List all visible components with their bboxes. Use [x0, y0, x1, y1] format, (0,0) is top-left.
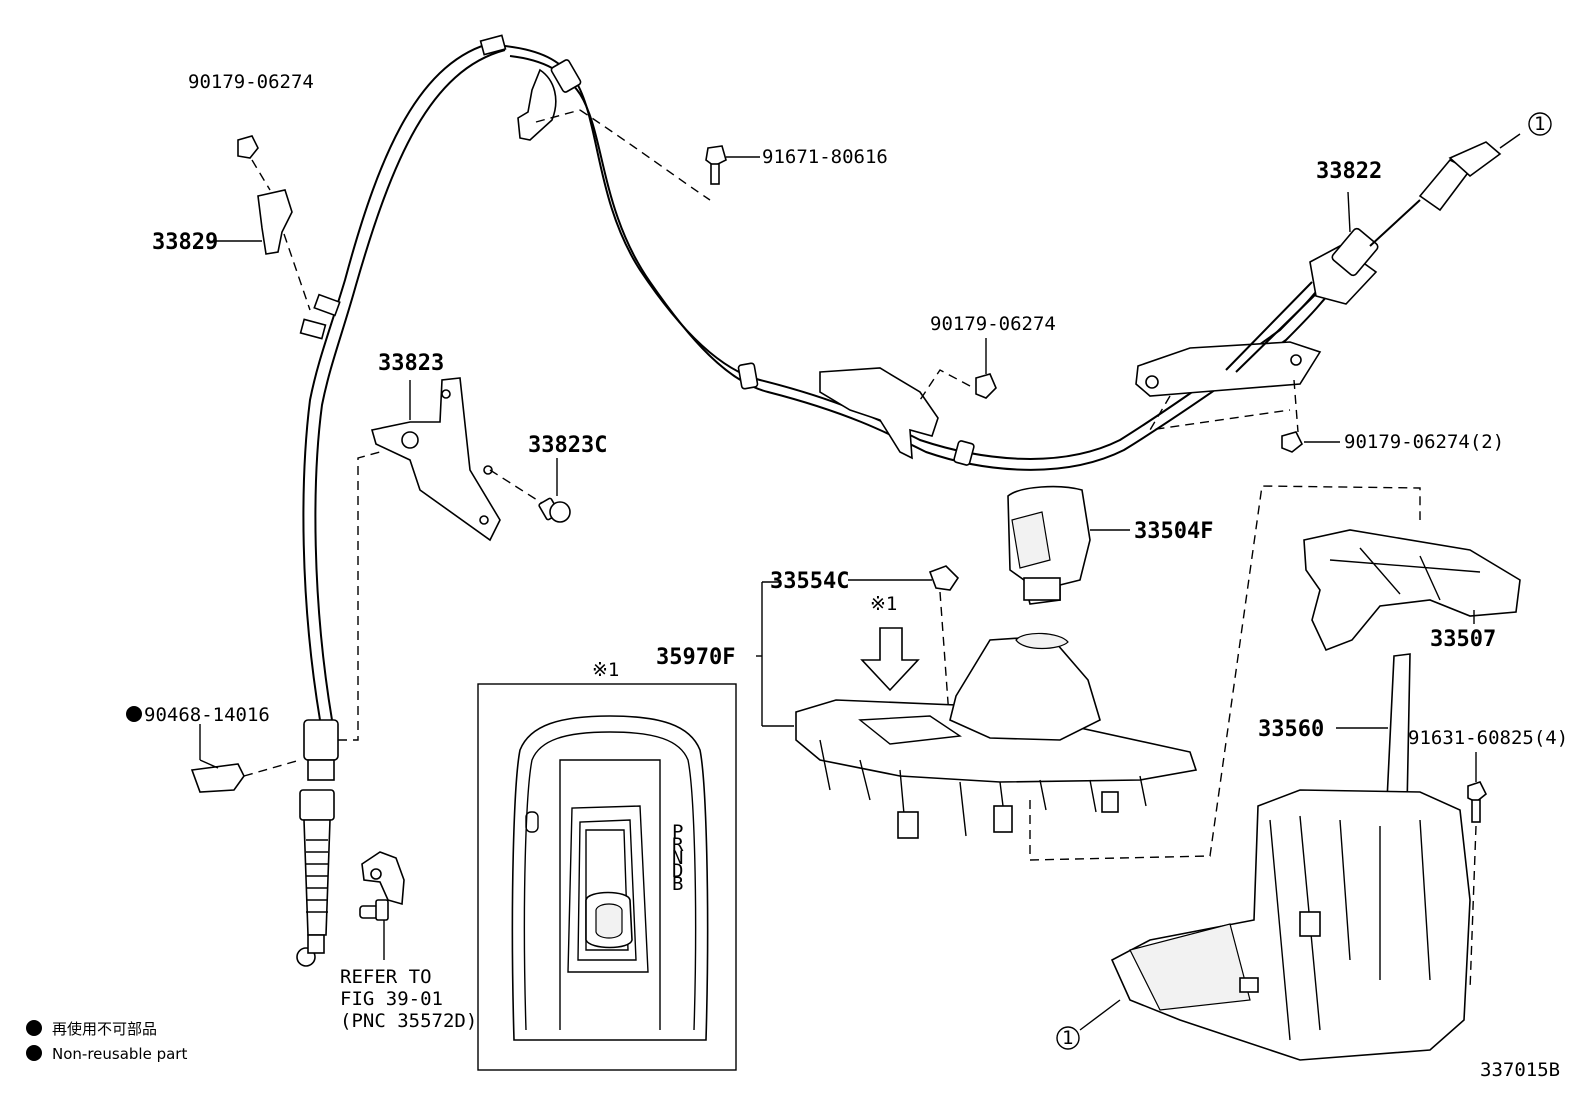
shift-cable-main [504, 45, 1349, 471]
cable-end-33822 [1135, 133, 1521, 433]
gear-letter-r: R [672, 834, 684, 856]
note-mark-detail: ※1 [592, 659, 619, 681]
direction-arrow [860, 627, 920, 692]
label-90468: 90468-14016 [144, 704, 270, 726]
label-33829: 33829 [152, 230, 218, 255]
lever-33560 [1079, 653, 1471, 1061]
refer-line-2: FIG 39-01 [340, 988, 443, 1010]
label-90179-mid: 90179-06274 [930, 313, 1056, 335]
label-33560: 33560 [1258, 717, 1324, 742]
callout-1-top: 1 [1534, 113, 1545, 135]
non-reusable-dot-90468 [126, 706, 142, 722]
label-33823c: 33823C [528, 433, 607, 458]
callout-circle-bottom [1056, 1026, 1080, 1050]
refer-part-35572d [359, 851, 405, 960]
label-90179-top: 90179-06274 [188, 71, 314, 93]
label-91671: 91671-80616 [762, 146, 888, 168]
gear-letter-n: N [672, 847, 683, 869]
legend-dot-en [26, 1045, 42, 1061]
label-33507: 33507 [1430, 627, 1496, 652]
bracket-33823 [370, 377, 501, 542]
detail-view-box [477, 683, 737, 1071]
nut-90179-top [237, 135, 271, 191]
label-33554c: 33554C [770, 569, 849, 594]
callout-1-bottom: 1 [1062, 1027, 1073, 1049]
refer-line-3: (PNC 35572D) [340, 1010, 477, 1032]
note-mark-arrow: ※1 [870, 593, 897, 615]
label-33823: 33823 [378, 351, 444, 376]
housing-33507 [1303, 529, 1521, 652]
gear-letter-p: P [672, 821, 683, 843]
clip-90468 [190, 451, 381, 793]
gear-letter-b: B [672, 873, 683, 895]
nut-90179-x2 [1281, 431, 1340, 453]
label-33504f: 33504F [1134, 519, 1213, 544]
clip-33554c [848, 565, 960, 731]
legend-dot-jp [26, 1020, 42, 1036]
legend-jp: 再使用不可部品 [52, 1020, 157, 1038]
label-35970f: 35970F [656, 645, 735, 670]
bolt-91671 [579, 109, 760, 201]
bracket-33829 [213, 189, 311, 311]
figure-id: 337015B [1480, 1059, 1560, 1081]
refer-line-1: REFER TO [340, 966, 432, 988]
legend-en: Non-reusable part [52, 1045, 187, 1063]
nut-90179-mid [919, 338, 997, 401]
shift-knob-33504f [1007, 485, 1130, 605]
bolt-33823c [489, 458, 571, 523]
label-91631: 91631-60825(4) [1408, 727, 1568, 749]
callout-circle-top [1528, 112, 1552, 136]
label-90179-x2: 90179-06274(2) [1344, 431, 1504, 453]
bolt-91631 [1467, 752, 1488, 991]
gear-letter-d: D [672, 860, 683, 882]
label-33822: 33822 [1316, 159, 1382, 184]
console-panel-35970f [756, 485, 1421, 861]
